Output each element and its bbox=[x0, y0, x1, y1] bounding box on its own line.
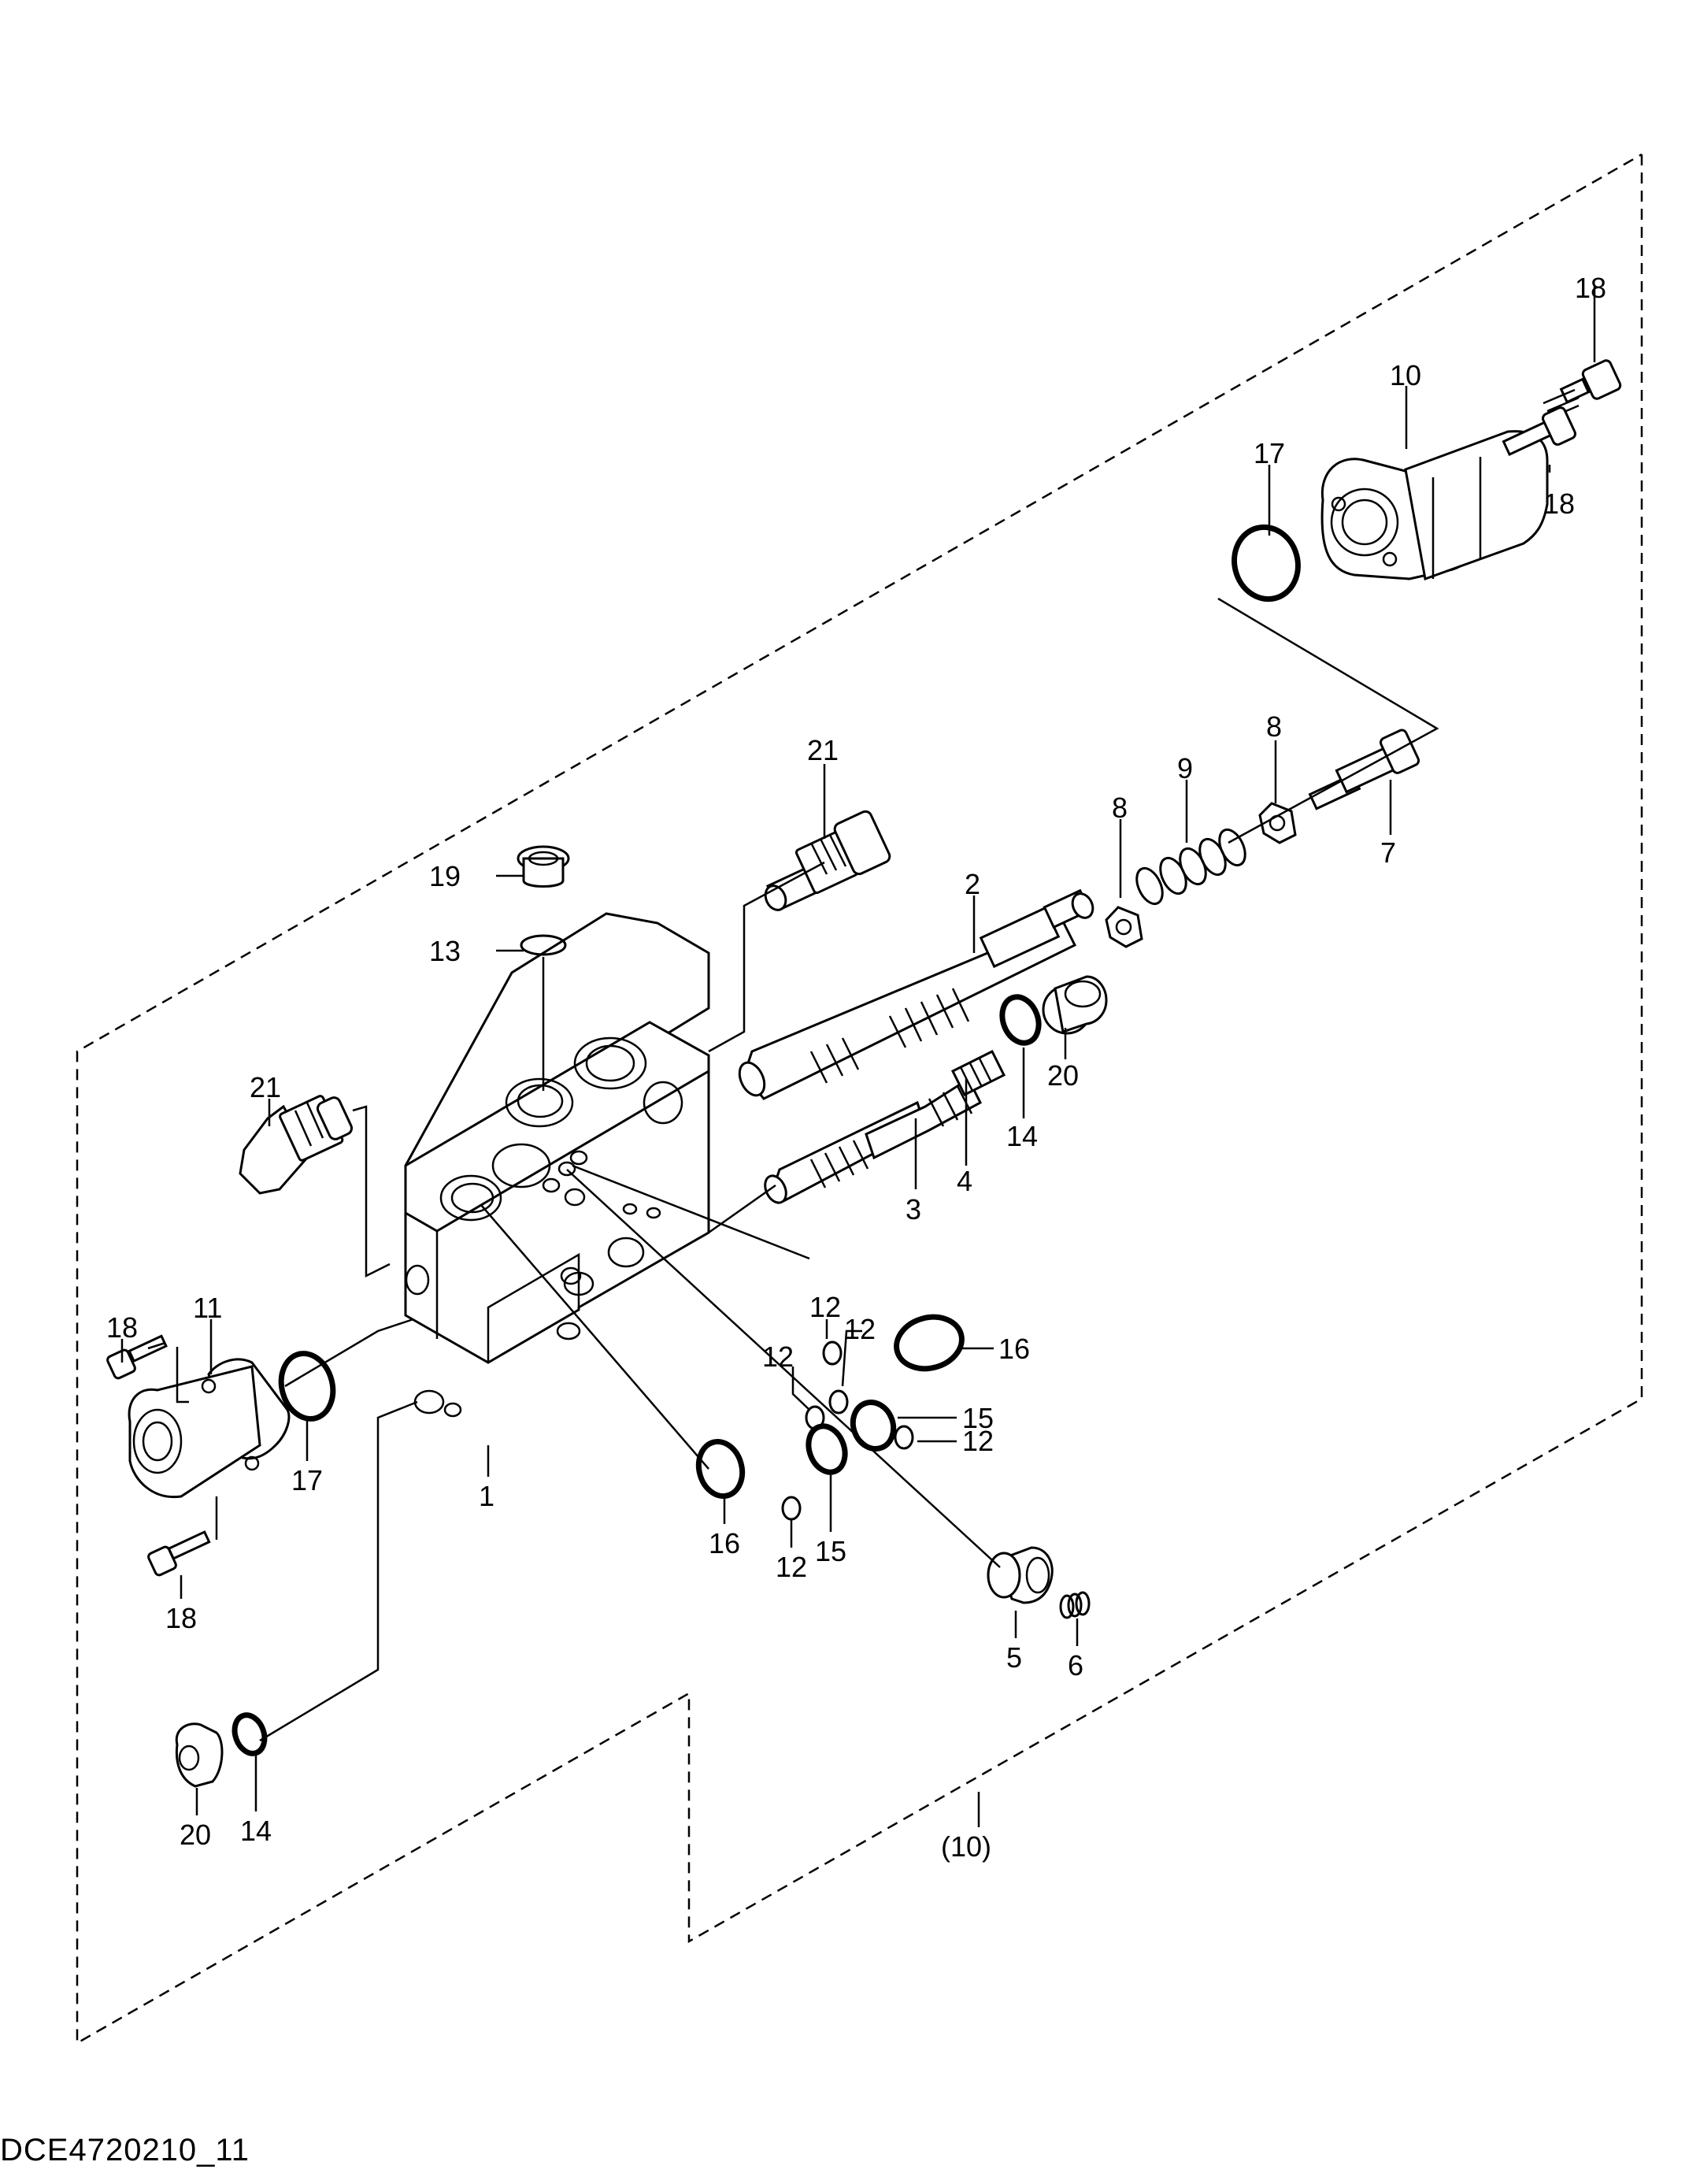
o-ring-part-16-left bbox=[695, 1438, 746, 1500]
callout-5: 5 bbox=[1006, 1641, 1022, 1674]
spring-part-9 bbox=[1135, 828, 1246, 906]
callout-18-left-bottom: 18 bbox=[165, 1602, 197, 1634]
callout-20-right: 20 bbox=[1047, 1059, 1079, 1092]
callout-21-top: 21 bbox=[807, 734, 839, 766]
callout-12-a: 12 bbox=[809, 1291, 841, 1323]
o-ring-part-12-a bbox=[822, 1340, 843, 1366]
bolt-part-18-left-top bbox=[106, 1334, 168, 1380]
callout-19: 19 bbox=[429, 860, 461, 892]
o-ring-part-14-left bbox=[231, 1712, 268, 1756]
callout-1: 1 bbox=[479, 1480, 494, 1512]
spring-seat-part-8-right bbox=[1258, 802, 1297, 844]
poppet-part-5 bbox=[987, 1546, 1054, 1604]
callout-8-right: 8 bbox=[1266, 710, 1282, 743]
callout-21-left: 21 bbox=[250, 1071, 281, 1103]
callout-17-top: 17 bbox=[1254, 437, 1285, 469]
callout-12-c: 12 bbox=[762, 1340, 794, 1373]
callout-9: 9 bbox=[1177, 752, 1193, 784]
spool-part-3 bbox=[764, 1077, 982, 1204]
relief-valve-part-21-left bbox=[239, 1095, 354, 1195]
callout-12-d: 12 bbox=[962, 1425, 994, 1457]
callout-13: 13 bbox=[429, 935, 461, 967]
o-ring-part-13 bbox=[520, 934, 567, 956]
callout-4: 4 bbox=[957, 1165, 972, 1197]
callout-14-right: 14 bbox=[1006, 1120, 1038, 1152]
callout-16-right: 16 bbox=[998, 1333, 1030, 1365]
o-ring-part-12-d bbox=[894, 1425, 914, 1450]
valve-body-part-1 bbox=[404, 912, 710, 1418]
o-ring-part-16-right bbox=[894, 1314, 965, 1372]
callout-2: 2 bbox=[965, 868, 980, 900]
o-ring-part-14-right bbox=[999, 994, 1042, 1046]
cap-part-11 bbox=[128, 1358, 291, 1499]
bolt-part-18-left-bottom bbox=[147, 1530, 211, 1577]
callout-6: 6 bbox=[1068, 1649, 1083, 1682]
part-4 bbox=[950, 1049, 1006, 1097]
callout-17-left: 17 bbox=[291, 1464, 323, 1496]
plug-part-19 bbox=[517, 845, 570, 888]
callout-15-a: 15 bbox=[962, 1402, 994, 1434]
o-ring-part-12-b bbox=[828, 1389, 849, 1415]
bolt-part-18-top bbox=[1543, 359, 1622, 419]
o-ring-part-15-b bbox=[806, 1423, 848, 1475]
leader-lines bbox=[120, 285, 1596, 1827]
callout-labels: 18 10 17 18 8 9 8 7 21 19 13 2 21 20 14 … bbox=[106, 272, 1606, 1863]
drawing-code: DCE4720210_11 bbox=[0, 2133, 250, 2167]
callout-16-left: 16 bbox=[709, 1527, 740, 1559]
relief-valve-part-21-top bbox=[764, 810, 891, 911]
callout-20-left: 20 bbox=[180, 1819, 211, 1851]
callout-15-b: 15 bbox=[815, 1535, 846, 1567]
callout-10: 10 bbox=[1390, 359, 1421, 391]
callout-12-b: 12 bbox=[844, 1313, 876, 1345]
callout-14-left: 14 bbox=[240, 1815, 272, 1847]
assembly-boundary bbox=[76, 153, 1643, 2045]
plug-part-20-right bbox=[1042, 975, 1108, 1035]
o-ring-part-17-top bbox=[1231, 524, 1301, 603]
plug-part-20-left bbox=[175, 1722, 224, 1788]
spring-part-6 bbox=[1059, 1591, 1091, 1619]
callout-18-top: 18 bbox=[1575, 272, 1606, 304]
callout-10-assembly: (10) bbox=[941, 1830, 991, 1863]
cap-part-10 bbox=[1320, 430, 1549, 581]
callout-18-left-top: 18 bbox=[106, 1311, 138, 1344]
callout-12-e: 12 bbox=[776, 1551, 807, 1583]
callout-11: 11 bbox=[193, 1292, 222, 1324]
bolt-part-18-middle bbox=[1502, 406, 1576, 456]
spool-part-2 bbox=[738, 888, 1094, 1100]
callout-8-left: 8 bbox=[1112, 792, 1128, 824]
callout-3: 3 bbox=[906, 1193, 921, 1225]
o-ring-part-15-a bbox=[850, 1400, 897, 1452]
o-ring-part-12-e bbox=[781, 1496, 802, 1521]
spring-seat-part-8-left bbox=[1105, 906, 1143, 948]
callout-18-middle: 18 bbox=[1543, 488, 1575, 520]
o-ring-part-17-left bbox=[278, 1351, 336, 1422]
callout-7: 7 bbox=[1380, 836, 1396, 869]
